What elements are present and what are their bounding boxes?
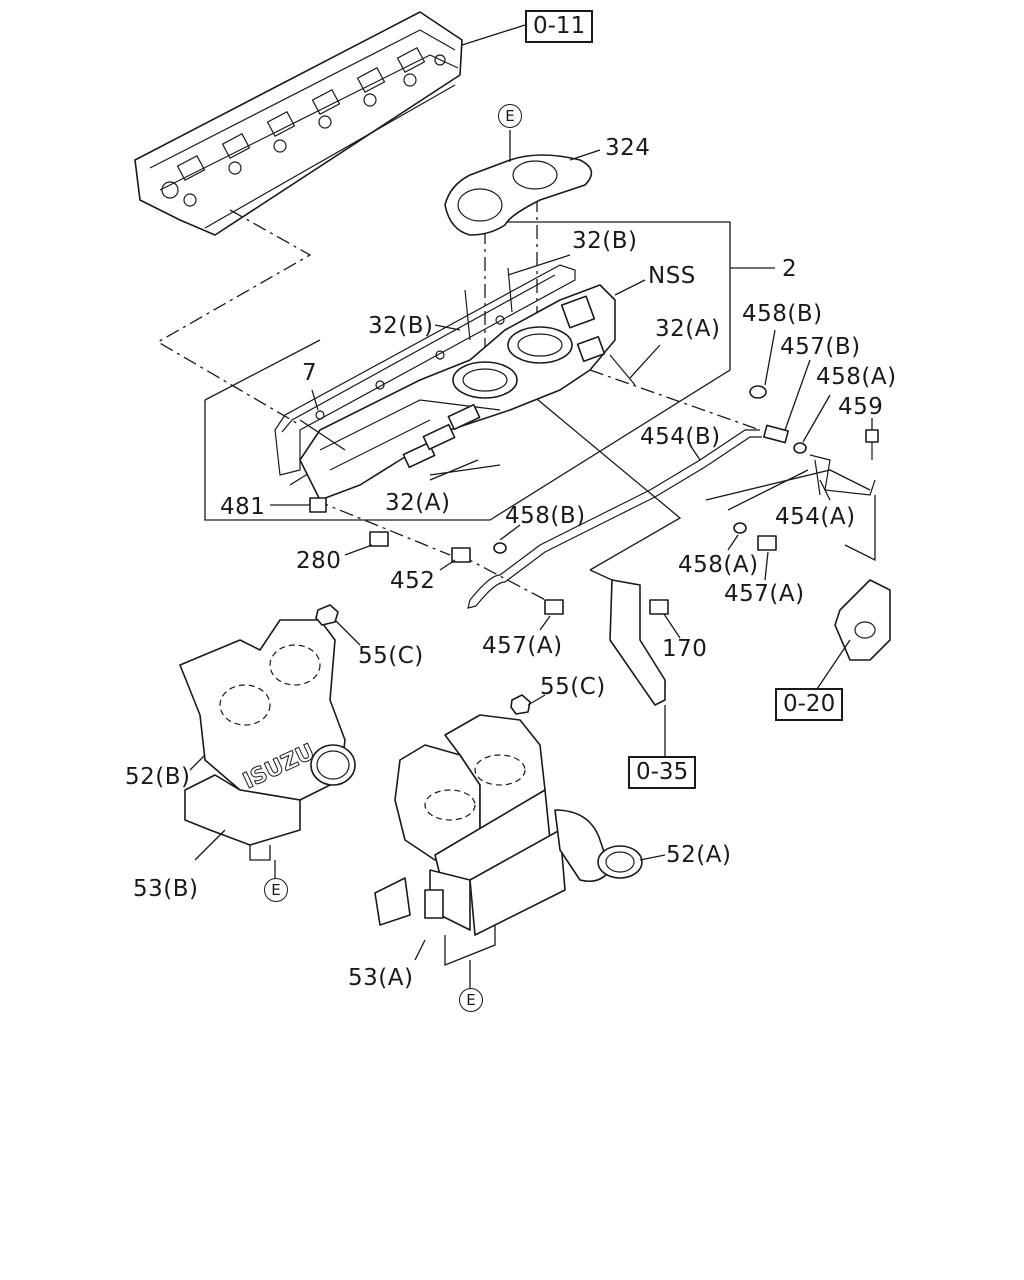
tubes-454-illustration bbox=[467, 429, 876, 609]
label-7: 7 bbox=[302, 360, 318, 386]
ref-box-0-20: 0-20 bbox=[775, 688, 844, 722]
heat-insulator-52a-illustration bbox=[374, 714, 666, 990]
label-280: 280 bbox=[296, 548, 342, 574]
label-324: 324 bbox=[605, 135, 651, 161]
label-457a-mid: 457(A) bbox=[482, 633, 563, 659]
label-452: 452 bbox=[390, 568, 436, 594]
label-55c-left: 55(C) bbox=[358, 643, 424, 669]
exhaust-manifold-illustration bbox=[299, 254, 661, 501]
label-454b: 454(B) bbox=[640, 424, 721, 450]
gasket-324-illustration bbox=[444, 130, 601, 236]
label-53a: 53(A) bbox=[348, 965, 414, 991]
marker-e-right: E bbox=[459, 988, 483, 1012]
marker-e-top: E bbox=[498, 104, 522, 128]
label-32b-top: 32(B) bbox=[572, 228, 638, 254]
label-170: 170 bbox=[662, 636, 708, 662]
label-457b: 457(B) bbox=[780, 334, 861, 360]
label-32a-mid: 32(A) bbox=[385, 490, 451, 516]
label-458a-top: 458(A) bbox=[816, 364, 897, 390]
label-52b: 52(B) bbox=[125, 764, 191, 790]
cylinder-head-illustration bbox=[134, 11, 526, 236]
bracket-0-35-illustration bbox=[609, 579, 666, 760]
label-nss: NSS bbox=[648, 263, 696, 289]
label-32a-right: 32(A) bbox=[655, 316, 721, 342]
marker-e-left: E bbox=[264, 878, 288, 902]
ref-box-0-11: 0-11 bbox=[525, 10, 594, 44]
label-2: 2 bbox=[782, 256, 798, 282]
label-481: 481 bbox=[220, 494, 266, 520]
heat-insulator-52b-illustration: ISUZU bbox=[179, 619, 356, 880]
manifold-gasket-7-illustration bbox=[274, 264, 576, 476]
label-458b-mid: 458(B) bbox=[505, 503, 586, 529]
label-454a: 454(A) bbox=[775, 504, 856, 530]
label-457a-right: 457(A) bbox=[724, 581, 805, 607]
ref-box-0-35: 0-35 bbox=[628, 756, 697, 790]
label-458b-top: 458(B) bbox=[742, 301, 823, 327]
label-53b: 53(B) bbox=[133, 876, 199, 902]
label-459: 459 bbox=[838, 394, 884, 420]
nuts-55c-illustration bbox=[315, 604, 546, 715]
label-52a: 52(A) bbox=[666, 842, 732, 868]
label-458a-mid: 458(A) bbox=[678, 552, 759, 578]
bracket-0-20-illustration bbox=[814, 579, 891, 693]
label-32b-left: 32(B) bbox=[368, 313, 434, 339]
label-55c-right: 55(C) bbox=[540, 674, 606, 700]
fittings-illustration bbox=[270, 329, 879, 639]
